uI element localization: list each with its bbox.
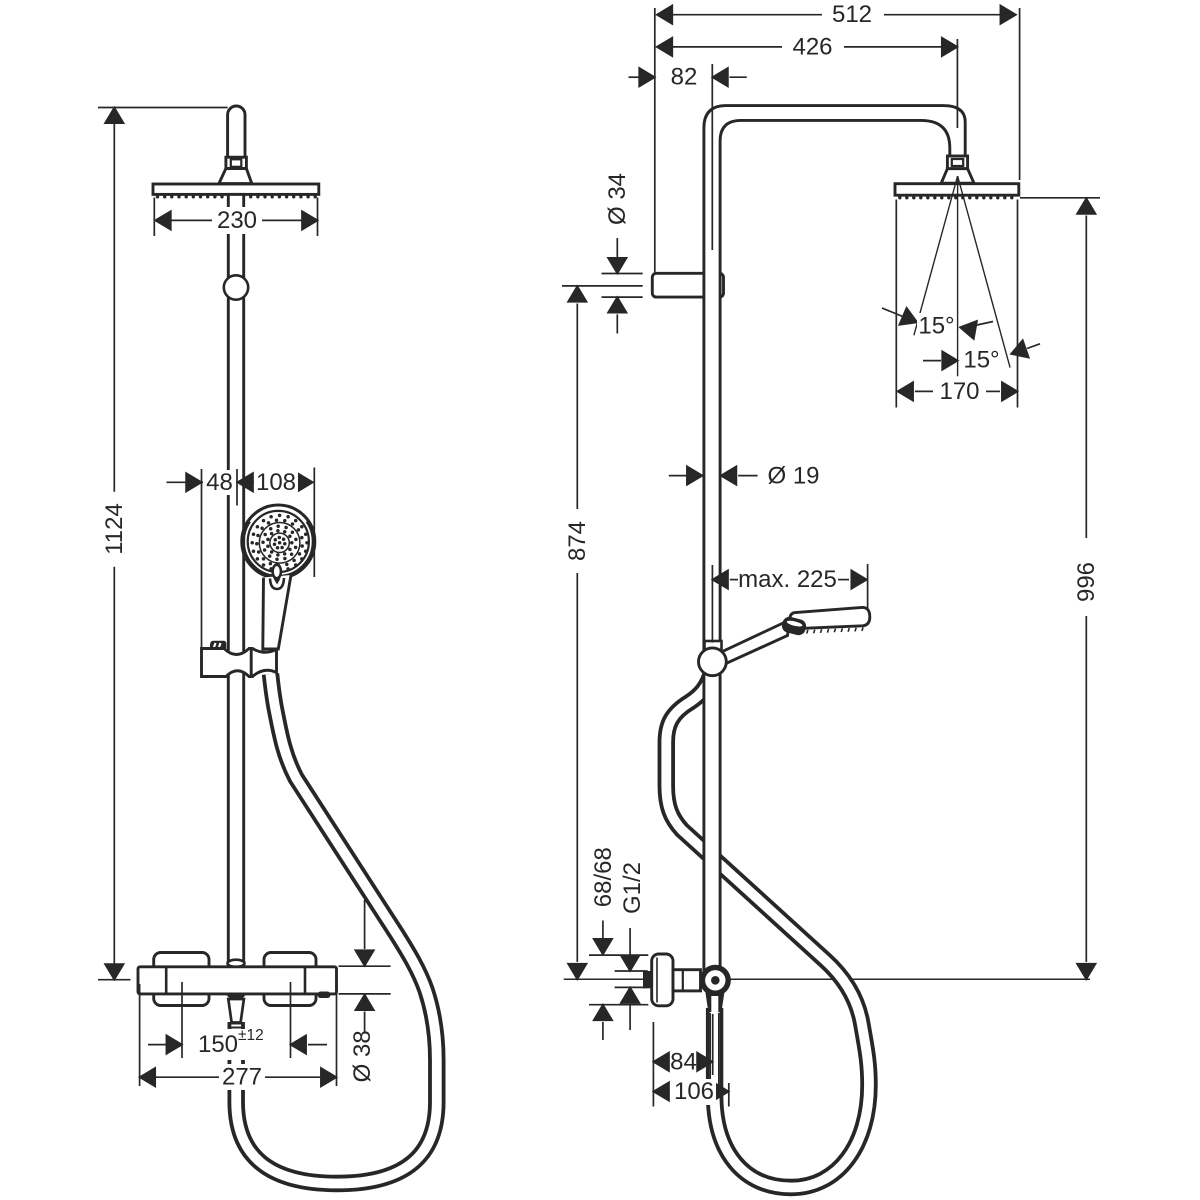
svg-text:1124: 1124 xyxy=(101,503,128,555)
svg-text:150: 150 xyxy=(198,1031,238,1058)
svg-text:Ø 19: Ø 19 xyxy=(767,463,819,490)
svg-text:Ø 34: Ø 34 xyxy=(604,173,631,225)
svg-text:230: 230 xyxy=(217,207,257,234)
svg-text:84: 84 xyxy=(670,1048,697,1075)
svg-text:426: 426 xyxy=(792,33,832,60)
svg-text:108: 108 xyxy=(256,469,296,496)
svg-text:15°: 15° xyxy=(963,347,999,374)
svg-text:512: 512 xyxy=(832,1,872,28)
svg-text:106: 106 xyxy=(674,1078,714,1105)
svg-text:Ø 38: Ø 38 xyxy=(349,1030,376,1082)
svg-text:82: 82 xyxy=(671,64,698,91)
svg-text:G1/2: G1/2 xyxy=(619,862,646,914)
svg-text:max. 225: max. 225 xyxy=(738,566,837,593)
svg-text:15°: 15° xyxy=(918,313,954,340)
svg-text:48: 48 xyxy=(206,469,233,496)
svg-text:277: 277 xyxy=(222,1064,262,1091)
svg-text:874: 874 xyxy=(564,521,591,561)
svg-text:±12: ±12 xyxy=(238,1027,264,1044)
svg-text:996: 996 xyxy=(1073,562,1100,602)
svg-text:170: 170 xyxy=(939,378,979,405)
svg-text:68/68: 68/68 xyxy=(590,847,617,907)
